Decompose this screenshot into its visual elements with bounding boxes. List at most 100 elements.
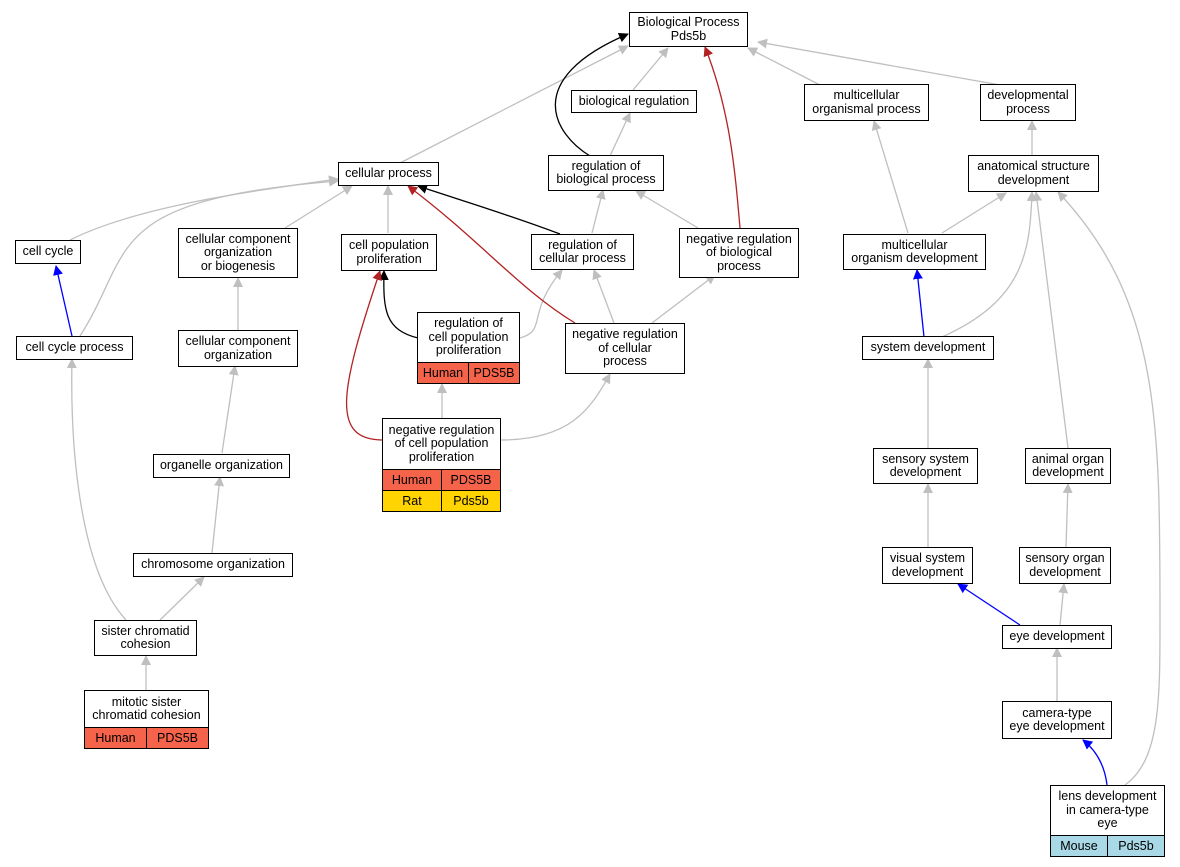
edge-ccob-cp — [284, 185, 353, 229]
node-label: cellular process — [345, 166, 432, 181]
node-label: lens development in camera-type eye — [1058, 789, 1157, 831]
node-sensory-organ-development[interactable]: sensory organ development — [1019, 547, 1111, 584]
gene-cell: PDS5B — [468, 363, 519, 383]
edge-regbp-bp — [554, 32, 629, 157]
node-chromosome-organization[interactable]: chromosome organization — [133, 553, 293, 577]
node-cellular-process[interactable]: cellular process — [338, 162, 439, 186]
edge-mop-bp — [747, 47, 821, 86]
node-label: developmental process — [987, 88, 1069, 116]
node-cell-population-proliferation[interactable]: cell population proliferation — [341, 234, 437, 271]
edge-orgorg-cco — [221, 365, 239, 454]
edge-ccp-cc — [53, 265, 73, 337]
node-sister-chromatid-cohesion[interactable]: sister chromatid cohesion — [94, 620, 197, 656]
node-cellular-component-organization[interactable]: cellular component organization — [178, 330, 298, 367]
node-label: regulation of cellular process — [539, 237, 626, 265]
node-camera-type-eye-development[interactable]: camera-type eye development — [1002, 701, 1112, 739]
node-sensory-system-development[interactable]: sensory system development — [873, 448, 978, 484]
edge-scc-chrorg — [159, 576, 205, 621]
edge-ccp-cp — [79, 176, 339, 337]
node-label: Biological Process Pds5b — [637, 15, 740, 43]
node-label: eye development — [1009, 629, 1105, 644]
gene-cell: PDS5B — [146, 728, 208, 748]
node-animal-organ-development[interactable]: animal organ development — [1025, 448, 1111, 484]
species-cell: Human — [85, 728, 146, 748]
node-anatomical-structure-development[interactable]: anatomical structure development — [968, 155, 1099, 192]
edge-sysdev-asd — [941, 191, 1037, 338]
node-negative-regulation-of-cellular-process[interactable]: negative regulation of cellular process — [565, 323, 685, 374]
node-cell-cycle-process[interactable]: cell cycle process — [16, 336, 133, 360]
edge-mod-mop — [871, 120, 909, 234]
edge-lens-cted — [1082, 739, 1108, 786]
node-eye-development[interactable]: eye development — [1002, 625, 1112, 649]
edge-negregcp-cp — [407, 185, 576, 324]
edge-negregcp-regcp — [592, 269, 615, 324]
node-label: negative regulation of biological proces… — [686, 231, 792, 273]
node-label: multicellular organismal process — [812, 88, 921, 116]
edge-regcp-cp — [417, 184, 561, 235]
node-biological-process[interactable]: Biological Process Pds5b — [629, 12, 748, 47]
node-label: system development — [870, 340, 986, 355]
node-organelle-organization[interactable]: organelle organization — [153, 454, 290, 478]
edge-mod-asd — [941, 192, 1007, 234]
node-regulation-of-biological-process[interactable]: regulation of biological process — [548, 155, 664, 191]
node-label: visual system development — [889, 551, 966, 579]
node-label: negative regulation of cell population p… — [388, 422, 495, 464]
edge-devp-bp — [757, 38, 1001, 86]
edge-regcp-regbp — [591, 189, 606, 234]
edge-negregcpp-negregcp — [499, 373, 611, 441]
node-cellular-component-organization-or-biogenesis[interactable]: cellular component organization or bioge… — [178, 228, 298, 278]
edge-chrorg-orgorg — [211, 476, 225, 554]
node-multicellular-organism-development[interactable]: multicellular organism development — [843, 234, 986, 270]
node-label: organelle organization — [159, 458, 283, 473]
edge-negregcpp-cpp — [345, 270, 384, 441]
node-negative-regulation-of-biological-process[interactable]: negative regulation of biological proces… — [679, 228, 799, 278]
node-label: cell cycle process — [25, 340, 124, 355]
node-multicellular-organismal-process[interactable]: multicellular organismal process — [804, 84, 929, 121]
edge-lens-asd — [1057, 191, 1161, 786]
node-negative-regulation-of-cell-population-proliferation[interactable]: negative regulation of cell population p… — [382, 418, 501, 512]
node-label: cellular component organization — [185, 334, 291, 362]
node-label: regulation of cell population proliferat… — [428, 316, 509, 358]
node-visual-system-development[interactable]: visual system development — [882, 547, 973, 584]
node-cell-cycle[interactable]: cell cycle — [15, 240, 81, 264]
node-label: cell population proliferation — [349, 238, 429, 266]
node-regulation-of-cell-population-proliferation[interactable]: regulation of cell population proliferat… — [417, 312, 520, 384]
node-label: multicellular organism development — [851, 237, 978, 265]
edge-aod-asd — [1032, 191, 1069, 449]
edge-regcpp-cpp — [378, 270, 419, 339]
edge-regbp-breg — [609, 112, 631, 157]
node-label: biological regulation — [578, 93, 690, 108]
gene-cell: Pds5b — [441, 491, 500, 511]
node-regulation-of-cellular-process[interactable]: regulation of cellular process — [531, 234, 634, 270]
species-cell: Human — [383, 470, 441, 490]
gene-cell: Pds5b — [1107, 836, 1164, 856]
node-label: cellular component organization or bioge… — [185, 231, 291, 273]
node-label: cell cycle — [22, 244, 74, 259]
edge-breg-bp — [632, 47, 669, 91]
edge-scc-ccp — [66, 358, 127, 621]
node-label: camera-type eye development — [1009, 705, 1105, 733]
node-developmental-process[interactable]: developmental process — [980, 84, 1076, 121]
node-system-development[interactable]: system development — [862, 336, 994, 360]
node-label: sensory system development — [882, 451, 969, 479]
node-label: negative regulation of cellular process — [572, 327, 678, 369]
node-lens-development-in-camera-type-eye[interactable]: lens development in camera-type eye Mous… — [1050, 785, 1165, 857]
node-label: mitotic sister chromatid cohesion — [92, 694, 201, 722]
node-label: anatomical structure development — [977, 159, 1090, 187]
node-label: sensory organ development — [1025, 551, 1105, 579]
edge-eyedev-vsd — [957, 583, 1021, 626]
edge-negregbp-regbp — [635, 190, 699, 229]
node-label: chromosome organization — [141, 557, 285, 572]
species-cell: Human — [418, 363, 468, 383]
edge-sysdev-mod — [912, 269, 925, 338]
node-biological-regulation[interactable]: biological regulation — [571, 90, 697, 113]
species-cell: Mouse — [1051, 836, 1107, 856]
node-label: regulation of biological process — [556, 158, 656, 186]
